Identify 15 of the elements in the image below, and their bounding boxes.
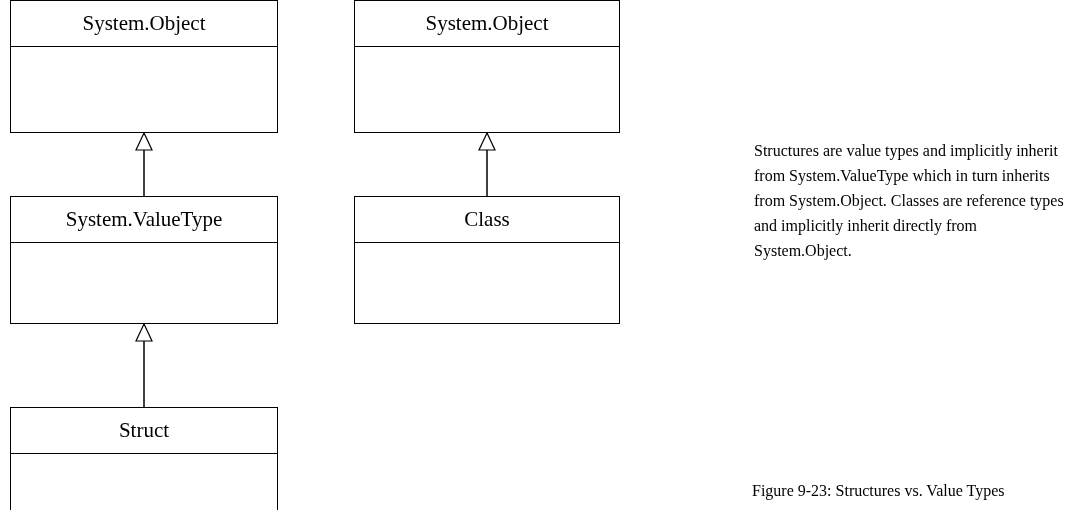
class-box	[10, 407, 278, 510]
class-name: Class	[464, 207, 510, 232]
class-box	[10, 196, 278, 324]
inheritance-arrow	[478, 132, 496, 197]
class-box	[354, 196, 620, 324]
class-name: System.Object	[425, 11, 549, 36]
inheritance-arrow	[135, 132, 153, 197]
note-text: Structures are value types and implicitly inherit from System.ValueType which in turn inherits from System.Object. Classes are reference types and implicitly inherit directly from System.Object.	[754, 141, 1065, 262]
class-box	[354, 0, 620, 133]
class-name: Struct	[118, 418, 170, 443]
class-box	[10, 0, 278, 133]
figure-caption: Figure 9-23: Structures vs. Value Types	[752, 482, 1005, 500]
class-name: System.ValueType	[65, 207, 223, 232]
class-name: System.Object	[82, 11, 206, 36]
inheritance-arrow	[135, 323, 153, 408]
